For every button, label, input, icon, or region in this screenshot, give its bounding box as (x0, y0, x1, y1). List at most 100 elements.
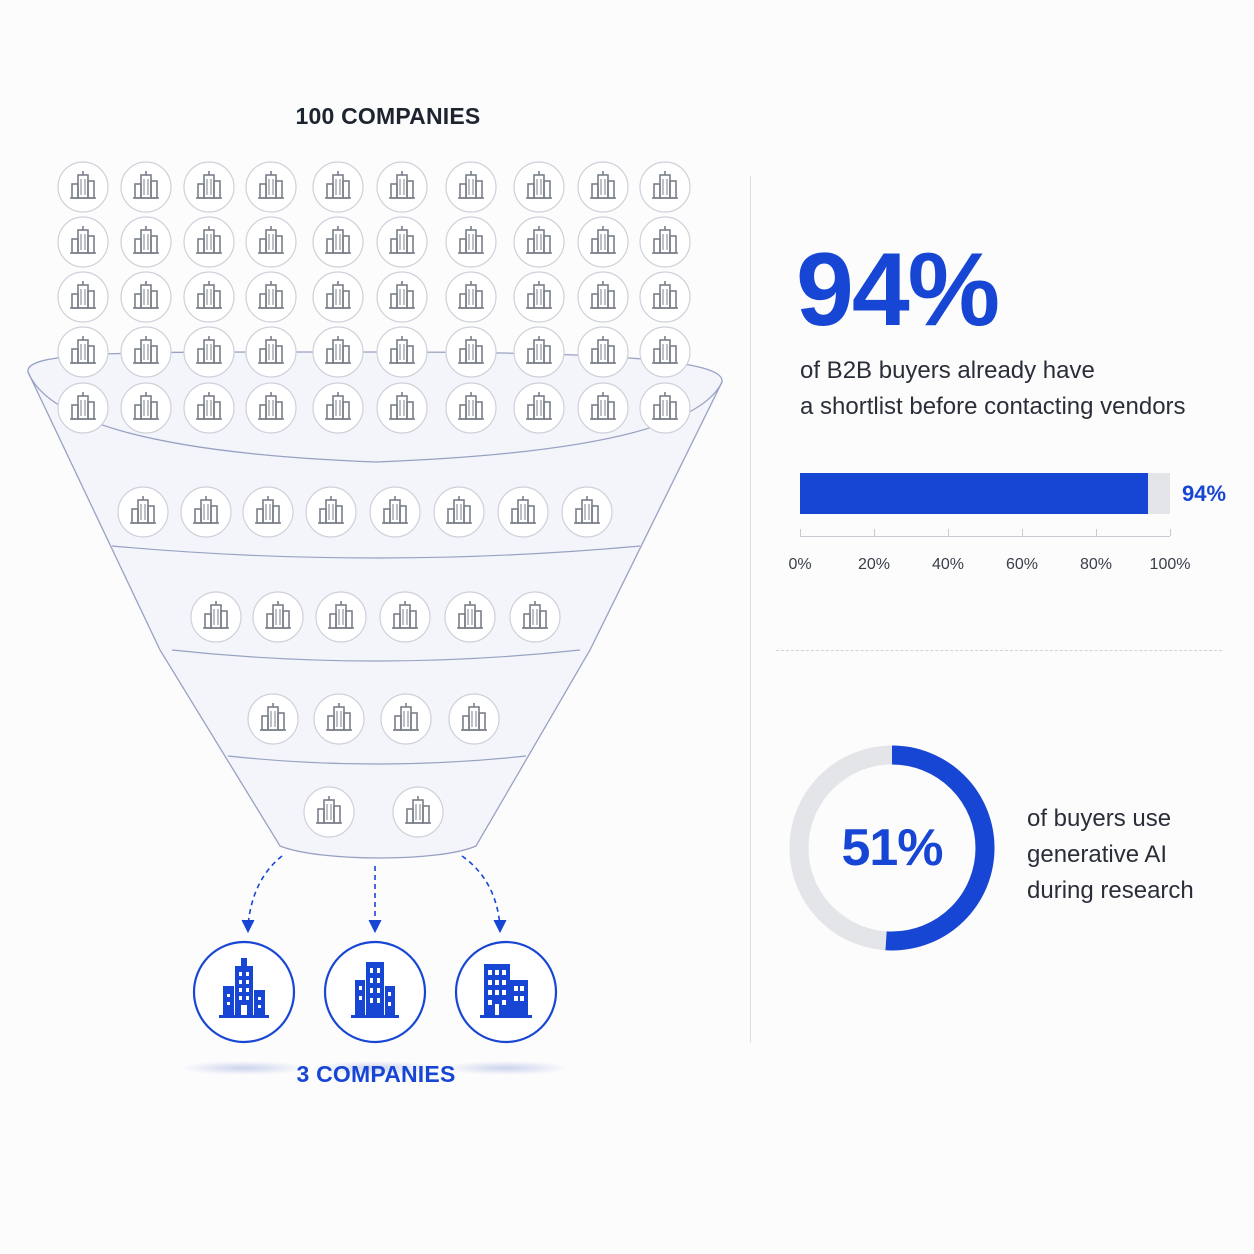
company-circle (577, 161, 629, 213)
stat-51-description-line2: generative AI (1027, 841, 1168, 868)
progress-bar-fill (800, 473, 1148, 514)
axis-tick-label: 20% (857, 556, 891, 573)
company-circle (117, 486, 169, 538)
company-circle (245, 326, 297, 378)
stat-94-value: 94% (796, 232, 1000, 348)
company-circle (445, 161, 497, 213)
company-circle (183, 271, 235, 323)
company-circle (252, 591, 304, 643)
company-circle (183, 161, 235, 213)
progress-axis-line (800, 536, 1170, 537)
selection-arrows (241, 855, 507, 934)
company-circle (247, 693, 299, 745)
company-circle (245, 161, 297, 213)
company-circle (183, 216, 235, 268)
vertical-divider (750, 176, 751, 1042)
company-circle (433, 486, 485, 538)
company-circle (120, 382, 172, 434)
stat-94-description-line1: of B2B buyers already have (800, 357, 1095, 384)
company-circle (445, 382, 497, 434)
axis-tick (1170, 529, 1171, 536)
company-circle (245, 382, 297, 434)
company-circle (497, 486, 549, 538)
company-circle (245, 216, 297, 268)
company-circle (639, 326, 691, 378)
company-circle (245, 271, 297, 323)
company-circle (242, 486, 294, 538)
company-circle (376, 216, 428, 268)
company-circle (577, 216, 629, 268)
progress-bar-value: 94% (1182, 481, 1227, 506)
company-circle (57, 161, 109, 213)
company-circle (639, 161, 691, 213)
company-circle (376, 271, 428, 323)
company-circle (369, 486, 421, 538)
donut-center-value: 51% (841, 819, 943, 877)
axis-tick-label: 80% (1079, 556, 1113, 573)
company-circle (376, 382, 428, 434)
stat-94-description-line2: a shortlist before contacting vendors (800, 393, 1186, 420)
company-circle (380, 693, 432, 745)
axis-tick (1022, 529, 1023, 536)
company-circle (120, 271, 172, 323)
company-circle (376, 326, 428, 378)
company-icons-gray (57, 161, 691, 838)
company-circle (57, 216, 109, 268)
company-circle (561, 486, 613, 538)
company-circle (303, 786, 355, 838)
company-circle (445, 326, 497, 378)
axis-tick-label: 0% (788, 556, 812, 573)
company-circle (312, 326, 364, 378)
company-circle (190, 591, 242, 643)
company-circle (313, 693, 365, 745)
axis-tick (1096, 529, 1097, 536)
top-funnel-label: 100 COMPANIES (295, 103, 481, 129)
company-circle (120, 161, 172, 213)
company-circle (639, 271, 691, 323)
company-circle (577, 382, 629, 434)
company-circle (312, 271, 364, 323)
company-circle (376, 161, 428, 213)
stat-51-description-line3: during research (1027, 877, 1194, 904)
company-circle (577, 326, 629, 378)
company-circle (57, 382, 109, 434)
selected-company-1 (192, 940, 296, 1044)
company-circle (312, 382, 364, 434)
company-circle (513, 271, 565, 323)
stat-51-description-line1: of buyers use (1027, 805, 1172, 832)
company-circle (509, 591, 561, 643)
axis-tick (948, 529, 949, 536)
company-circle (57, 326, 109, 378)
company-circle (120, 216, 172, 268)
company-circle (577, 271, 629, 323)
company-circle (513, 382, 565, 434)
company-circle (448, 693, 500, 745)
company-circle (57, 271, 109, 323)
company-circle (180, 486, 232, 538)
company-circle (315, 591, 367, 643)
company-circle (392, 786, 444, 838)
selected-company-2 (323, 940, 427, 1044)
company-circle (639, 216, 691, 268)
selected-company-shadows (180, 1061, 570, 1075)
funnel-graphic (27, 161, 723, 1075)
progress-bar-track (800, 473, 1170, 514)
company-circle (312, 216, 364, 268)
donut-chart (789, 745, 995, 951)
selected-company-3 (454, 940, 558, 1044)
company-circle (444, 591, 496, 643)
company-circle (445, 216, 497, 268)
company-circle (305, 486, 357, 538)
donut-fill (789, 745, 995, 951)
company-circle (513, 326, 565, 378)
company-circle (445, 271, 497, 323)
company-circle (312, 161, 364, 213)
axis-tick-label: 100% (1149, 556, 1191, 573)
office-building-icon (219, 958, 269, 1018)
company-circle (639, 382, 691, 434)
company-circle (183, 382, 235, 434)
axis-tick (800, 529, 801, 536)
horizontal-divider (776, 650, 1222, 651)
axis-tick (874, 529, 875, 536)
company-circle (513, 216, 565, 268)
